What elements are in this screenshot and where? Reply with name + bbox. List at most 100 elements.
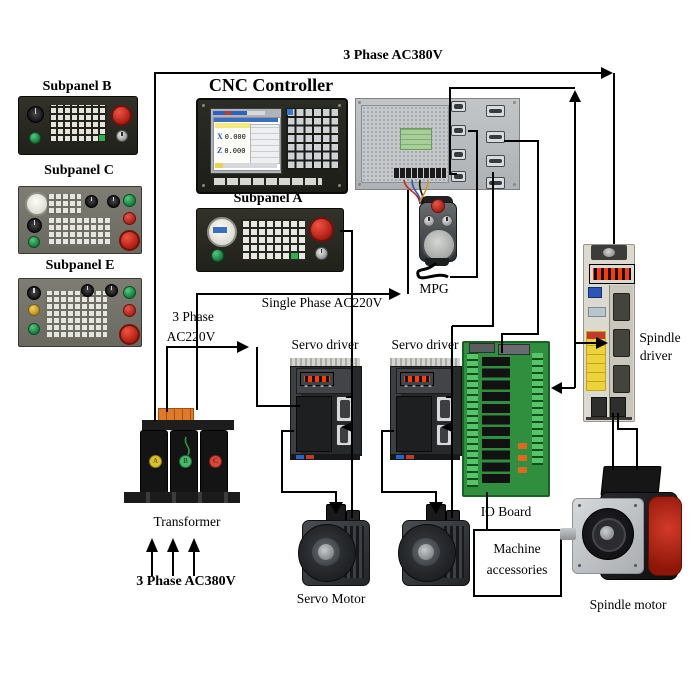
subpanel-e-keypad [45, 291, 107, 339]
arrow-380v-right [601, 67, 613, 79]
subpanel-e-rotary-2 [105, 284, 118, 297]
spindle-driver-display [589, 264, 635, 284]
label-spindle-driver-1: Spindle [639, 330, 681, 345]
label-spindle-motor: Spindle motor [589, 597, 667, 612]
io-board-capacitor [518, 443, 527, 449]
transformer-phase-b: B [179, 455, 192, 468]
subpanel-e-rotary-1 [81, 284, 94, 297]
screw [634, 564, 637, 567]
label-subpanel-b: Subpanel B [42, 79, 112, 94]
cnc-keypad-blue-key [287, 109, 293, 115]
cnc-function-keys [212, 178, 322, 187]
screw [513, 183, 516, 186]
arrow-transformer-2 [167, 538, 179, 552]
subpanel-e-green-button [123, 286, 136, 299]
screw [358, 101, 361, 104]
panel-connector-1 [451, 101, 466, 112]
transformer-top-plate [142, 420, 234, 430]
subpanel-e-yellow-button [28, 304, 40, 316]
servo-driver-1-buttons [302, 384, 334, 388]
transformer-coil-a: A [140, 430, 168, 494]
subpanel-e-estop-button [119, 324, 140, 345]
servo-driver-2 [388, 358, 462, 460]
servo-driver-2-label-red [406, 455, 414, 459]
servo-driver-2-label-blue [396, 455, 404, 459]
label-subpanel-e: Subpanel E [45, 258, 115, 273]
machine-accessories-box: Machine accessories [473, 529, 562, 597]
transformer-base [124, 492, 240, 503]
label-mpg: MPG [419, 281, 449, 296]
screw [202, 184, 205, 187]
screw [578, 564, 581, 567]
transformer: A B C [124, 404, 240, 512]
subpanel-b-green-button [29, 132, 41, 144]
subpanel-c-knob [27, 218, 42, 233]
label-spindle-driver-2: driver [639, 348, 673, 363]
servo-driver-1-door [296, 396, 332, 452]
servo-driver-1-label-blue [296, 455, 304, 459]
io-board-capacitor [518, 455, 527, 461]
spindle-driver-top-plug [603, 248, 615, 257]
spindle-driver-cn3 [613, 365, 630, 393]
label-servo-driver-1: Servo driver [291, 337, 359, 352]
servo-motor-2 [388, 504, 474, 590]
servo-driver-1-cn3-connector [336, 424, 352, 446]
io-board-relays [482, 355, 510, 483]
panel-connector-3 [451, 149, 466, 160]
transformer-coil-b: B [170, 430, 198, 494]
machine-accessories-line1: Machine [493, 541, 541, 556]
subpanel-a-green-button [211, 249, 224, 262]
subpanel-c-rotary-2 [107, 195, 120, 208]
screw [202, 104, 205, 107]
label-bottom-power: 3 Phase AC380V [136, 574, 236, 589]
cnc-screen: X 0.000 Z 0.000 [213, 117, 281, 171]
servo-driver-1-label-red [306, 455, 314, 459]
spindle-driver-cn1 [613, 293, 630, 321]
spindle-motor [560, 464, 682, 598]
spindle-driver-bottom-connector-1 [591, 397, 607, 417]
spindle-motor-hub [600, 526, 614, 540]
screw [358, 183, 361, 186]
cnc-axis-x-row: X 0.000 [217, 132, 246, 141]
cnc-axis-z-label: Z [217, 146, 223, 155]
transformer-coil-c: C [200, 430, 228, 494]
servo-motor-1-shaft [318, 544, 334, 560]
mpg-step-knob [441, 215, 453, 227]
cnc-screen-bezel: X 0.000 Z 0.000 [210, 108, 282, 174]
servo-motor-2-flange [398, 524, 456, 582]
panel-connector-7 [486, 155, 505, 167]
psu-terminal-strip [394, 168, 446, 178]
subpanel-e-knob [27, 286, 41, 300]
arrow-single-phase [389, 288, 401, 300]
servo-motor-1 [288, 504, 374, 590]
io-board-terminals-right [532, 353, 543, 465]
mpg-estop-button [431, 199, 445, 213]
cnc-screen-header [214, 118, 278, 122]
label-io-board: IO Board [480, 504, 532, 519]
panel-connector-2 [451, 125, 466, 136]
cnc-screen-softkey-bar [215, 163, 277, 168]
servo-motor-2-shaft [418, 544, 434, 560]
spindle-driver-cn2 [613, 329, 630, 357]
screw [338, 104, 341, 107]
servo-driver-1-vent [290, 358, 360, 366]
io-board [462, 341, 550, 497]
spindle-driver-base [586, 417, 632, 420]
subpanel-c-keypad-lower [47, 218, 111, 246]
screw [338, 184, 341, 187]
cnc-screen-tabs [213, 111, 265, 115]
wire-transformer-input-arrows [151, 551, 195, 576]
label-top-power: 3 Phase AC380V [343, 48, 443, 63]
spindle-motor-shaft [560, 528, 576, 540]
arrow-into-io-board [551, 382, 562, 394]
cnc-screen-highlight-row [215, 123, 251, 128]
servo-driver-2-cn2-connector [436, 396, 454, 422]
label-subpanel-c: Subpanel C [44, 163, 114, 178]
servo-driver-2-door [396, 396, 432, 452]
subpanel-b-keypad [49, 105, 107, 143]
subpanel-a [196, 208, 344, 272]
mpg-pendant [415, 196, 459, 270]
subpanel-b-knob [27, 106, 44, 123]
subpanel-c-red-button [123, 212, 136, 225]
subpanel-c [18, 186, 142, 254]
